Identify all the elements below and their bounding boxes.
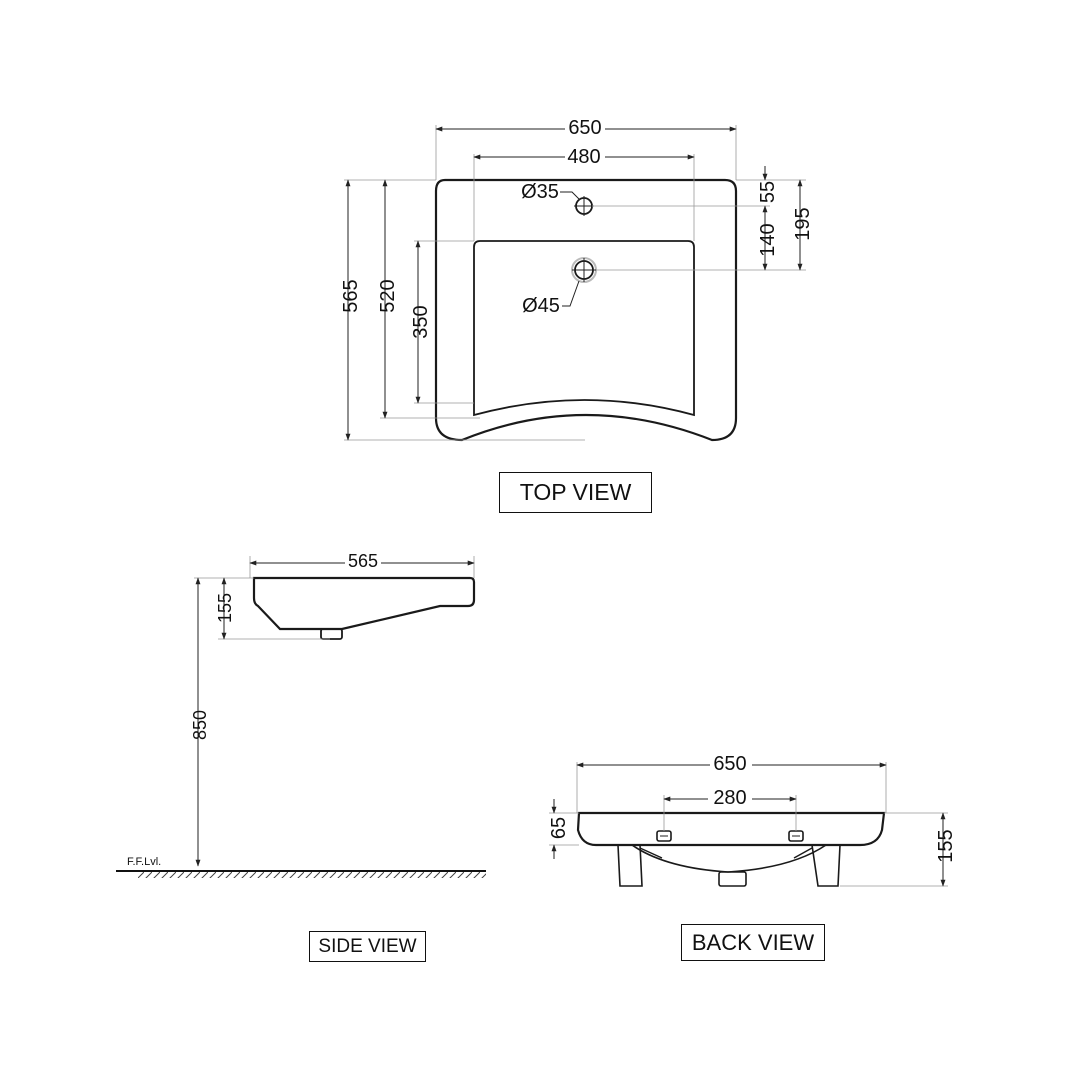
top-tap-offset-label: 55 [757, 181, 779, 203]
back-view: 650 280 65 155 [548, 752, 957, 887]
side-view-outline [252, 576, 476, 631]
tap-hole-dia-label: Ø35 [521, 181, 559, 203]
top-overall-width-label: 650 [568, 117, 601, 139]
top-bowl-depth-label: 350 [410, 305, 432, 338]
top-view: 650 480 Ø35 Ø45 565 520 350 55 140 195 [340, 117, 814, 442]
back-rim-thickness-label: 65 [548, 817, 570, 839]
top-view-label: TOP VIEW [499, 472, 652, 513]
back-view-left-leg [617, 844, 643, 887]
back-view-top-body [576, 811, 886, 847]
top-depth-520-label: 520 [377, 279, 399, 312]
mount-height-label: 850 [190, 710, 210, 740]
top-basin-width-label: 480 [567, 146, 600, 168]
top-waste-offset-label: 140 [757, 223, 779, 256]
back-view-bowl [631, 844, 827, 873]
back-overall-width-label: 650 [713, 753, 746, 775]
back-view-label: BACK VIEW [681, 924, 825, 961]
floor-hatch [138, 872, 486, 878]
top-view-bowl [473, 240, 695, 417]
top-bowl-offset-label: 195 [792, 207, 814, 240]
back-view-right-leg [811, 844, 841, 887]
floor-level-label: F.F.Lvl. [127, 856, 161, 868]
side-length-label: 565 [348, 551, 378, 571]
side-view-trap-stub [320, 628, 343, 640]
waste-dia-label: Ø45 [522, 295, 560, 317]
back-view-trap-stub [718, 871, 747, 887]
back-height-label: 155 [935, 829, 957, 862]
side-height-label: 155 [215, 593, 235, 623]
back-bracket-spacing-label: 280 [713, 787, 746, 809]
side-view: 565 155 850 F.F.Lvl. [116, 551, 486, 878]
tap-hole-icon [574, 196, 594, 216]
top-view-outline [434, 178, 738, 442]
waste-hole-icon [571, 257, 597, 283]
side-view-label: SIDE VIEW [309, 931, 426, 962]
top-overall-depth-label: 565 [340, 279, 362, 312]
